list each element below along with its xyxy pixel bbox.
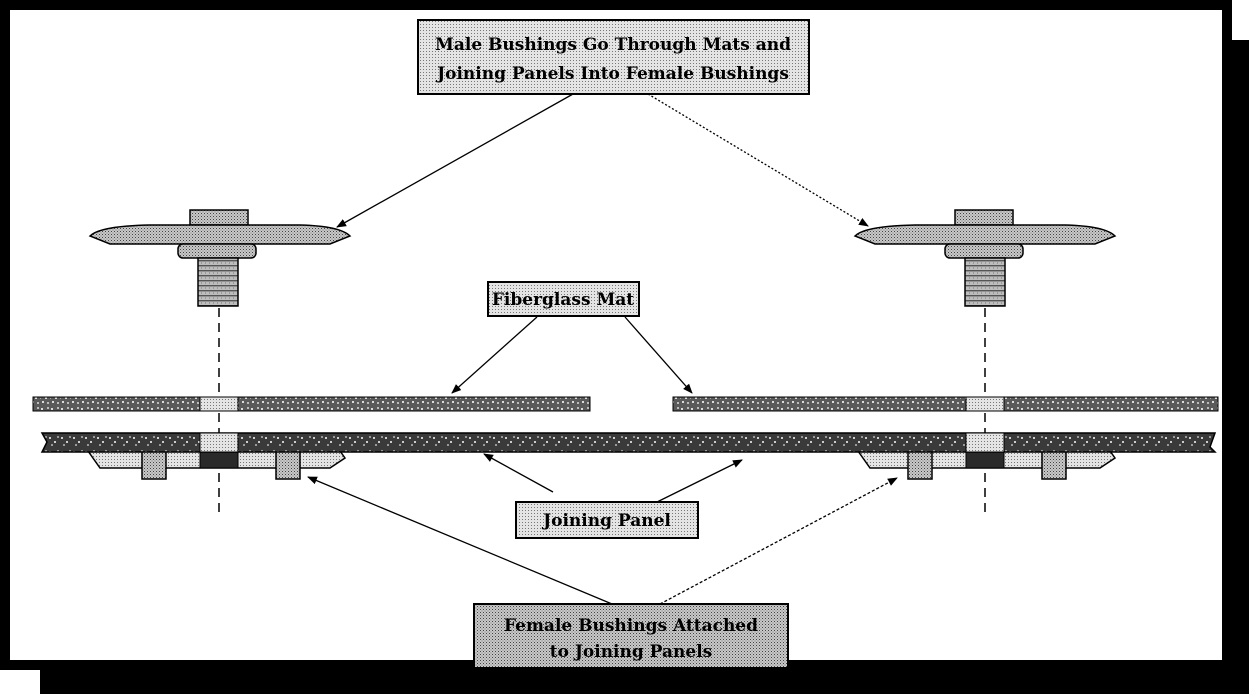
- label-fiberglass-mat-text: Fiberglass Mat: [492, 290, 634, 310]
- label-female-bushings-line1: Female Bushings Attached: [504, 616, 758, 636]
- arrow-to-left-mat: [451, 316, 538, 394]
- joining-panel: [40, 432, 1217, 453]
- fiberglass-mat-right: [672, 396, 1219, 412]
- label-female-bushings: Female Bushings Attached to Joining Pane…: [473, 603, 789, 669]
- label-joining-panel-text: Joining Panel: [541, 511, 671, 531]
- arrow-to-left-female-bushing: [307, 476, 613, 605]
- arrows: [307, 93, 898, 605]
- diagram-frame: [0, 0, 1232, 670]
- arrow-to-right-male-bushing: [647, 93, 869, 227]
- male-bushing-right: [853, 209, 1117, 307]
- fiberglass-mat-left: [32, 396, 591, 412]
- label-male-bushings-line2: Joining Panels Into Female Bushings: [435, 64, 789, 84]
- arrow-to-panel-left: [483, 453, 554, 493]
- label-joining-panel: Joining Panel: [515, 501, 699, 539]
- label-female-bushings-line2: to Joining Panels: [550, 642, 712, 662]
- arrow-to-left-male-bushing: [336, 93, 574, 228]
- label-fiberglass-mat: Fiberglass Mat: [487, 281, 640, 317]
- arrow-to-panel-right: [654, 459, 743, 504]
- female-bushing-left: [86, 444, 347, 480]
- label-male-bushings-line1: Male Bushings Go Through Mats and: [435, 35, 791, 55]
- arrow-to-right-mat: [624, 316, 693, 394]
- male-bushing-left: [88, 209, 352, 307]
- label-male-bushings: Male Bushings Go Through Mats and Joinin…: [417, 19, 810, 95]
